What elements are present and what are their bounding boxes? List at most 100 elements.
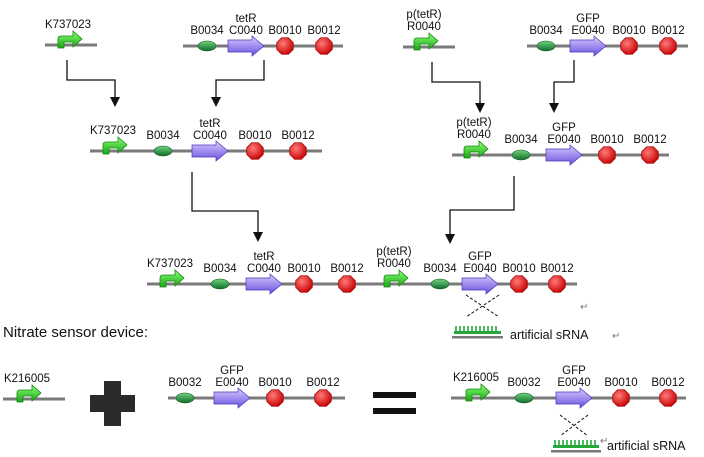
srna-target-cross — [465, 294, 500, 318]
part-label: B0010 — [258, 377, 291, 389]
part-label: B0010 — [604, 377, 637, 389]
terminator-part: B0012 — [330, 263, 364, 293]
part-label: B0012 — [281, 130, 314, 142]
connector-tetR-to-combined — [191, 172, 263, 242]
srna-annotation-lower: ↵ artificial sRNA — [551, 414, 686, 453]
rbs-part: B0034 — [146, 130, 180, 157]
plus-icon — [90, 381, 135, 426]
promoter-part: K737023 — [45, 19, 91, 49]
construct-ptetR: p(tetR)R0040 — [403, 9, 455, 51]
srna-icon — [551, 440, 601, 453]
rbs-part: B0034 — [203, 263, 237, 290]
connector-ptetR-to-gfp — [431, 62, 485, 113]
part-label: tetR — [253, 251, 274, 263]
return-mark: ↵ — [600, 436, 608, 447]
terminator-part: B0010 — [238, 130, 272, 160]
promoter-part: K737023 — [90, 125, 136, 155]
promoter-part: K737023 — [147, 258, 193, 288]
part-label: B0032 — [168, 377, 201, 389]
part-label: B0034 — [190, 25, 224, 37]
terminator-part: B0012 — [306, 377, 340, 407]
part-label: B0010 — [612, 25, 645, 37]
connector-arrows — [66, 60, 575, 244]
part-label: B0034 — [529, 25, 563, 37]
promoter-part: p(tetR)R0040 — [456, 117, 492, 159]
part-label: GFP — [468, 251, 492, 263]
terminator-part: B0012 — [651, 377, 685, 407]
rbs-part: B0032 — [507, 377, 541, 404]
part-label: B0034 — [203, 263, 237, 275]
construct-k737023: K737023 — [45, 19, 97, 49]
terminator-part: B0012 — [633, 134, 667, 164]
terminator-part: B0012 — [540, 263, 574, 293]
part-label: K737023 — [45, 19, 91, 31]
part-label: B0012 — [307, 25, 340, 37]
terminator-part: B0010 — [268, 25, 302, 55]
part-label: C0040 — [229, 25, 263, 37]
part-label: R0040 — [457, 129, 491, 141]
section-heading: Nitrate sensor device: — [3, 324, 148, 341]
terminator-part: B0010 — [502, 263, 536, 293]
part-label: B0034 — [423, 263, 457, 275]
return-mark: ↵ — [612, 331, 620, 342]
connector-gfpcds-to-gfp — [549, 60, 575, 113]
part-label: B0034 — [146, 130, 180, 142]
part-label: tetR — [235, 13, 256, 25]
connector-k737023-to-tetR — [66, 60, 120, 107]
part-label: GFP — [576, 13, 600, 25]
connector-tetRcds-to-tetR — [211, 60, 265, 107]
part-label: K216005 — [453, 372, 499, 384]
part-label: p(tetR) — [376, 246, 411, 258]
part-label: K737023 — [90, 125, 136, 137]
part-label: p(tetR) — [456, 117, 491, 129]
terminator-part: B0012 — [281, 130, 315, 160]
srna-label: artificial sRNA — [607, 439, 686, 453]
part-label: E0040 — [557, 377, 590, 389]
part-label: R0040 — [377, 258, 411, 270]
part-label: GFP — [562, 365, 586, 377]
part-label: B0012 — [651, 25, 684, 37]
srna-target-cross — [559, 414, 589, 437]
part-label: GFP — [552, 122, 576, 134]
part-label: E0040 — [571, 25, 604, 37]
part-label: B0012 — [330, 263, 363, 275]
part-label: E0040 — [547, 134, 580, 146]
part-label: B0010 — [268, 25, 301, 37]
terminator-part: B0010 — [287, 263, 321, 293]
part-label: C0040 — [193, 130, 227, 142]
part-label: B0034 — [504, 134, 538, 146]
return-mark: ↵ — [580, 302, 588, 313]
equals-icon — [373, 392, 416, 414]
part-label: K737023 — [147, 258, 193, 270]
promoter-part: p(tetR)R0040 — [406, 9, 442, 51]
terminator-part: B0012 — [307, 25, 341, 55]
part-label: E0040 — [463, 263, 496, 275]
terminator-part: B0010 — [604, 377, 638, 407]
part-label: B0010 — [590, 134, 623, 146]
terminator-part: B0010 — [258, 377, 292, 407]
promoter-part: p(tetR)R0040 — [376, 246, 412, 288]
part-label: B0012 — [651, 377, 684, 389]
connector-gfp-to-combined — [445, 176, 515, 244]
rbs-part: B0032 — [168, 377, 202, 404]
part-label: B0010 — [287, 263, 320, 275]
srna-annotation-upper: artificial sRNA ↵ ↵ — [452, 294, 620, 342]
part-label: R0040 — [407, 21, 441, 33]
part-label: GFP — [220, 365, 244, 377]
part-label: B0012 — [540, 263, 573, 275]
promoter-part: K216005 — [453, 372, 499, 402]
rbs-part: B0034 — [423, 263, 457, 290]
part-label: B0010 — [502, 263, 535, 275]
